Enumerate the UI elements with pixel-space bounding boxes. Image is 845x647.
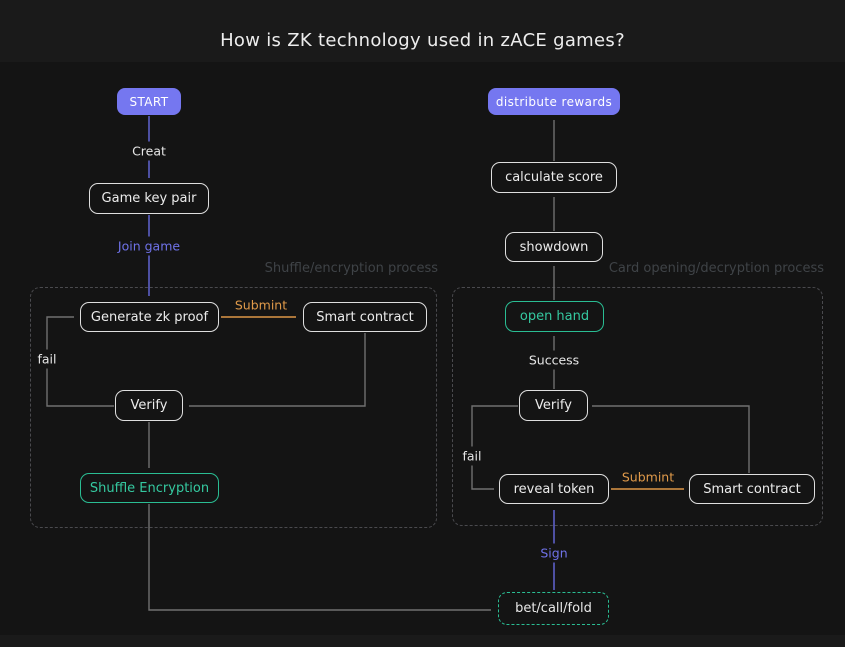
verify-left-node: Verify <box>115 390 183 421</box>
smart-contract-right-node: Smart contract <box>689 474 815 504</box>
bottom-band <box>0 635 845 647</box>
verify-right-node: Verify <box>519 390 588 421</box>
showdown-node: showdown <box>505 232 603 262</box>
generate-zk-proof-node: Generate zk proof <box>80 302 219 332</box>
bet-call-fold-node: bet/call/fold <box>498 592 609 625</box>
fail-right-edge-label: fail <box>457 446 487 466</box>
sign-edge-label: Sign <box>535 543 573 563</box>
shuffle-encryption-node: Shuffle Encryption <box>80 473 219 503</box>
game-key-pair-node: Game key pair <box>89 183 209 214</box>
shuffle-process-label: Shuffle/encryption process <box>264 261 438 276</box>
join-game-edge-label: Join game <box>112 236 186 256</box>
calculate-score-node: calculate score <box>491 162 617 193</box>
open-hand-node: open hand <box>505 301 604 332</box>
card-opening-process-label: Card opening/decryption process <box>608 261 824 276</box>
card-opening-process-container <box>452 287 823 526</box>
creat-edge-label: Creat <box>127 141 171 161</box>
page-title: How is ZK technology used in zACE games? <box>220 30 625 51</box>
distribute-rewards-node: distribute rewards <box>488 88 620 115</box>
smart-contract-left-node: Smart contract <box>303 302 427 332</box>
submint-right-edge-label: Submint <box>621 469 675 485</box>
top-band <box>0 0 845 62</box>
reveal-token-node: reveal token <box>499 474 609 504</box>
submint-left-edge-label: Submint <box>234 297 288 313</box>
fail-left-edge-label: fail <box>32 349 62 369</box>
success-edge-label: Success <box>523 350 585 370</box>
start-node: START <box>117 88 181 115</box>
